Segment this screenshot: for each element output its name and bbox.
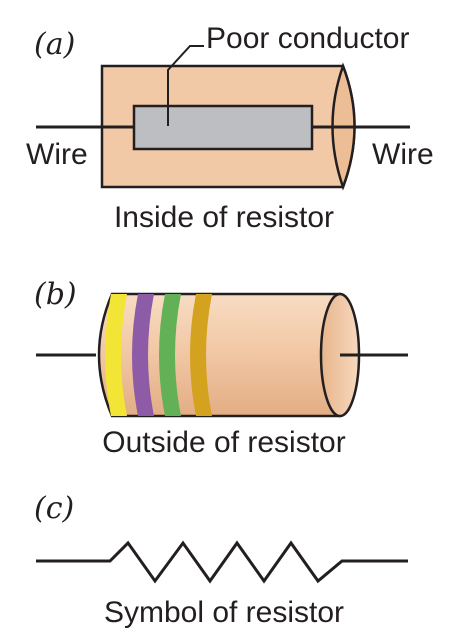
callout-leader bbox=[167, 45, 204, 126]
panel-a-caption: Inside of resistor bbox=[114, 201, 334, 234]
panel-c-caption: Symbol of resistor bbox=[104, 596, 344, 629]
panel-a: (a) Poor conductor Wire Wire Inside of r… bbox=[26, 22, 434, 234]
resistor-symbol bbox=[36, 540, 408, 584]
panel-a-letter: (a) bbox=[34, 27, 75, 62]
poor-conductor bbox=[132, 104, 314, 151]
purple-band bbox=[132, 294, 154, 416]
wire-left-label: Wire bbox=[26, 138, 88, 171]
poor-conductor-label: Poor conductor bbox=[206, 22, 409, 55]
panel-c: (c) Symbol of resistor bbox=[34, 491, 408, 629]
panel-b: (b) Outside of resistor bbox=[34, 277, 408, 459]
yellow-band bbox=[105, 294, 127, 416]
panel-b-caption: Outside of resistor bbox=[102, 426, 345, 459]
wire-right-label: Wire bbox=[372, 138, 434, 171]
panel-c-letter: (c) bbox=[34, 491, 74, 526]
panel-b-letter: (b) bbox=[34, 277, 77, 312]
green-band bbox=[159, 294, 181, 416]
color-bands bbox=[105, 294, 212, 416]
gold-band bbox=[190, 294, 212, 416]
